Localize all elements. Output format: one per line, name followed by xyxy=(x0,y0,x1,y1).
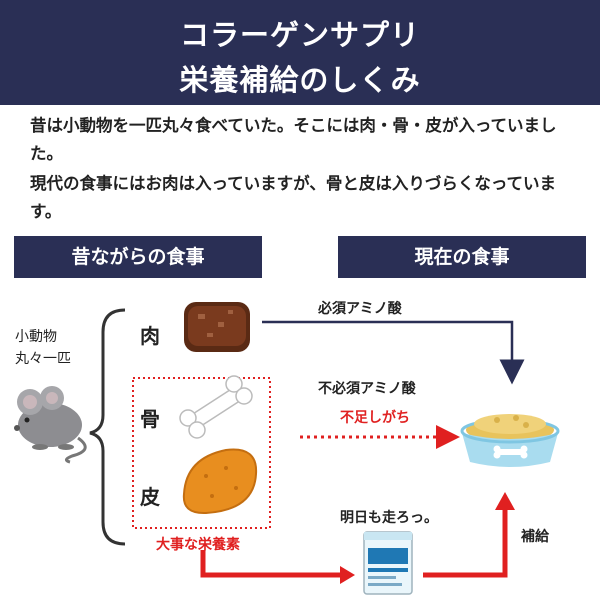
meat-icon xyxy=(184,302,250,352)
to-supplement-arrow xyxy=(200,550,340,578)
essential-amino-label: 必須アミノ酸 xyxy=(318,301,402,317)
tag-old-diet: 昔ながらの食事 xyxy=(14,236,262,278)
animal-label-line1: 小動物 xyxy=(15,329,57,345)
grouping-brace xyxy=(89,308,126,546)
important-nutrients-label: 大事な栄養素 xyxy=(156,537,240,553)
nonessential-amino-label: 不必須アミノ酸 xyxy=(318,381,416,397)
skin-icon xyxy=(182,448,258,515)
shortage-label: 不足しがち xyxy=(340,410,410,426)
supplement-label: 補給 xyxy=(521,529,549,545)
part-meat-label: 肉 xyxy=(140,324,160,348)
dog-bowl-icon xyxy=(460,414,560,467)
intro-paragraph-2: 現代の食事にはお肉は入っていますが、骨と皮は入りづらくなっています。 xyxy=(30,174,557,221)
header-banner: コラーゲンサプリ 栄養補給のしくみ xyxy=(0,0,600,105)
important-nutrients-box xyxy=(132,377,271,529)
tag-current-diet: 現在の食事 xyxy=(338,236,586,278)
part-bone-label: 骨 xyxy=(140,407,160,431)
supplement-pack-icon xyxy=(363,531,413,595)
intro-paragraph-1: 昔は小動物を一匹丸々食べていた。そこには肉・骨・皮が入っていました。 xyxy=(30,116,557,163)
animal-label-line2: 丸々一匹 xyxy=(15,351,71,367)
bone-icon xyxy=(179,375,253,439)
supplement-arrow xyxy=(423,508,508,578)
part-skin-label: 皮 xyxy=(140,485,160,509)
mouse-icon xyxy=(14,386,87,464)
slogan-label: 明日も走ろっ。 xyxy=(340,510,438,526)
page-title-line1: コラーゲンサプリ xyxy=(179,18,420,52)
essential-arrow xyxy=(262,320,525,385)
page-title-line2: 栄養補給のしくみ xyxy=(179,63,421,97)
